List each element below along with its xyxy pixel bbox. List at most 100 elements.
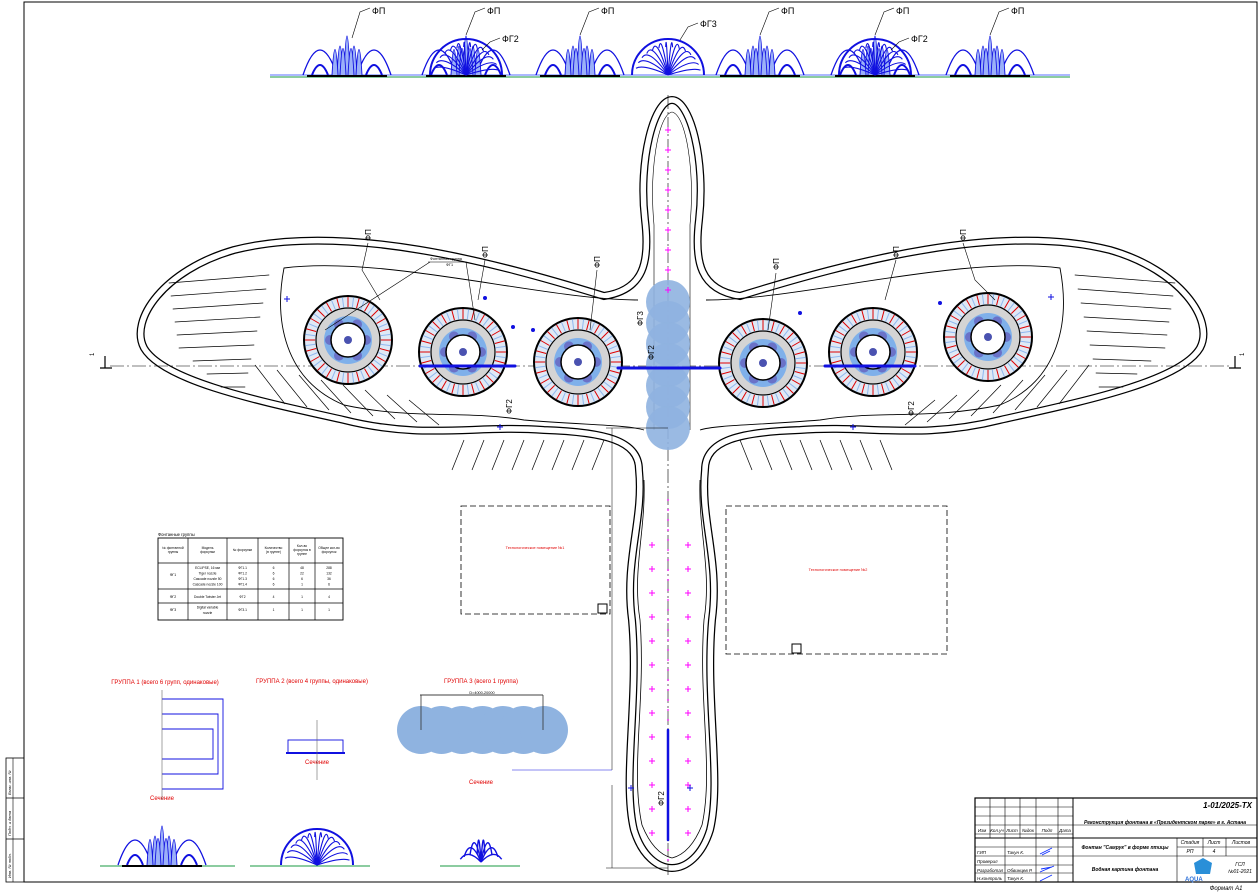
- magenta-nozzle-marker: [685, 686, 691, 692]
- magenta-nozzle-marker: [685, 734, 691, 740]
- wing-stripe: [926, 394, 958, 423]
- nozzle-tick: [380, 343, 391, 347]
- role-label: Разработал: [977, 868, 1004, 873]
- nozzle-tick: [379, 348, 390, 352]
- nozzle-tick: [360, 300, 365, 310]
- vertical-jet: [768, 49, 776, 76]
- variable-jet: [469, 842, 482, 863]
- label-fg2: ФГ2: [505, 399, 514, 414]
- cascade-jet: [954, 64, 972, 76]
- nozzle-tick: [746, 393, 751, 403]
- nozzle-tick: [1018, 349, 1028, 354]
- group-3-section-label: Сечение: [469, 780, 494, 786]
- nozzle-tick: [425, 330, 435, 336]
- table-cell-text: 6: [273, 572, 275, 576]
- elevation-fp: [715, 35, 805, 77]
- magenta-dot: [667, 559, 669, 561]
- table-header-line: Количество: [265, 546, 283, 550]
- role-label: Проверил: [977, 859, 998, 864]
- nozzle-tick: [608, 374, 618, 379]
- nozzle-tick: [1000, 367, 1005, 377]
- nozzle-tick: [488, 371, 498, 379]
- table-header-line: группы: [168, 550, 179, 554]
- magenta-dot: [667, 539, 669, 541]
- nozzle-tick: [1013, 356, 1023, 364]
- table-cell-text: 1: [301, 583, 303, 587]
- magenta-dot: [667, 579, 669, 581]
- magenta-nozzle-marker: [685, 542, 691, 548]
- nozzle-tick: [838, 325, 848, 333]
- nozzle-tick: [495, 345, 506, 349]
- nozzle-tick: [795, 366, 806, 370]
- magenta-nozzle-marker: [685, 806, 691, 812]
- label-fg2: ФГ2: [647, 345, 656, 360]
- room-hatch-marker: [597, 603, 608, 614]
- nozzle-tick: [535, 355, 546, 359]
- nozzle-tick: [597, 327, 605, 337]
- nozzle-tick: [725, 379, 735, 385]
- table-cell-text: 1: [301, 608, 303, 612]
- twister-jet: [295, 839, 318, 866]
- magenta-dot: [667, 519, 669, 521]
- table-cell-text: ФГ1.4: [238, 583, 247, 587]
- nozzle-tick: [866, 309, 870, 320]
- nozzle-tick: [491, 368, 501, 374]
- magenta-nozzle-marker: [685, 710, 691, 716]
- center-nozzle: [759, 359, 767, 367]
- nozzle-tick: [1019, 345, 1030, 349]
- twister-jet: [316, 852, 348, 866]
- nozzle-tick: [905, 345, 916, 349]
- blue-point: [798, 311, 802, 315]
- stage-value: РП: [1187, 849, 1194, 855]
- group-3-spray-circle: [520, 706, 568, 754]
- nozzle-tick: [561, 322, 566, 332]
- nozzle-tick: [766, 395, 770, 406]
- nozzle-tick: [1010, 359, 1019, 368]
- label-fp: ФП: [1011, 6, 1024, 16]
- magenta-dot: [667, 499, 669, 501]
- nozzle-tick: [356, 298, 360, 309]
- vertical-jet: [170, 839, 178, 866]
- nozzle-tick: [746, 323, 751, 333]
- group-2-title: ГРУППА 2 (всего 4 группы, одинаковые): [256, 679, 368, 685]
- elevation-fp: [302, 35, 392, 77]
- nozzle-tick: [895, 321, 904, 330]
- nozzle-tick: [830, 345, 841, 349]
- twister-jet: [667, 62, 699, 76]
- label-fp: ФП: [896, 6, 909, 16]
- magenta-nozzle-marker: [665, 167, 671, 173]
- nozzle-tick: [547, 384, 556, 393]
- nozzle-tick: [420, 345, 431, 349]
- cascade-jet: [598, 64, 616, 76]
- sheet-format: Формат А1: [1210, 886, 1243, 892]
- label-fp: ФП: [372, 6, 385, 16]
- nozzle-tick: [991, 369, 995, 380]
- nozzle-tick: [551, 387, 559, 397]
- magenta-dot: [667, 709, 669, 711]
- nozzle-tick: [379, 328, 390, 332]
- nozzle-tick: [830, 355, 841, 359]
- wing-stripe: [759, 439, 773, 471]
- nozzle-tick: [317, 309, 326, 318]
- center-axes: [110, 95, 1230, 875]
- magenta-dot: [667, 669, 669, 671]
- twister-jet: [316, 833, 329, 866]
- twister-jet: [456, 43, 467, 76]
- nozzle-tick: [356, 371, 360, 382]
- nozzle-tick: [856, 312, 861, 322]
- nozzle-tick: [881, 310, 885, 321]
- magenta-dot: [667, 589, 669, 591]
- nozzle-tick: [556, 324, 562, 334]
- blue-nozzle-marker: [687, 785, 693, 791]
- nozzle-tick: [842, 374, 851, 383]
- label-fp: ФП: [487, 6, 500, 16]
- vertical-jet: [588, 49, 596, 76]
- cascade-jet: [893, 64, 911, 76]
- twister-jet: [667, 42, 674, 76]
- twister-jet: [465, 50, 490, 76]
- table-cell-text: nozzle: [203, 611, 213, 615]
- nozzle-tick: [586, 393, 590, 404]
- nozzle-tick: [946, 345, 957, 349]
- magenta-dot: [667, 659, 669, 661]
